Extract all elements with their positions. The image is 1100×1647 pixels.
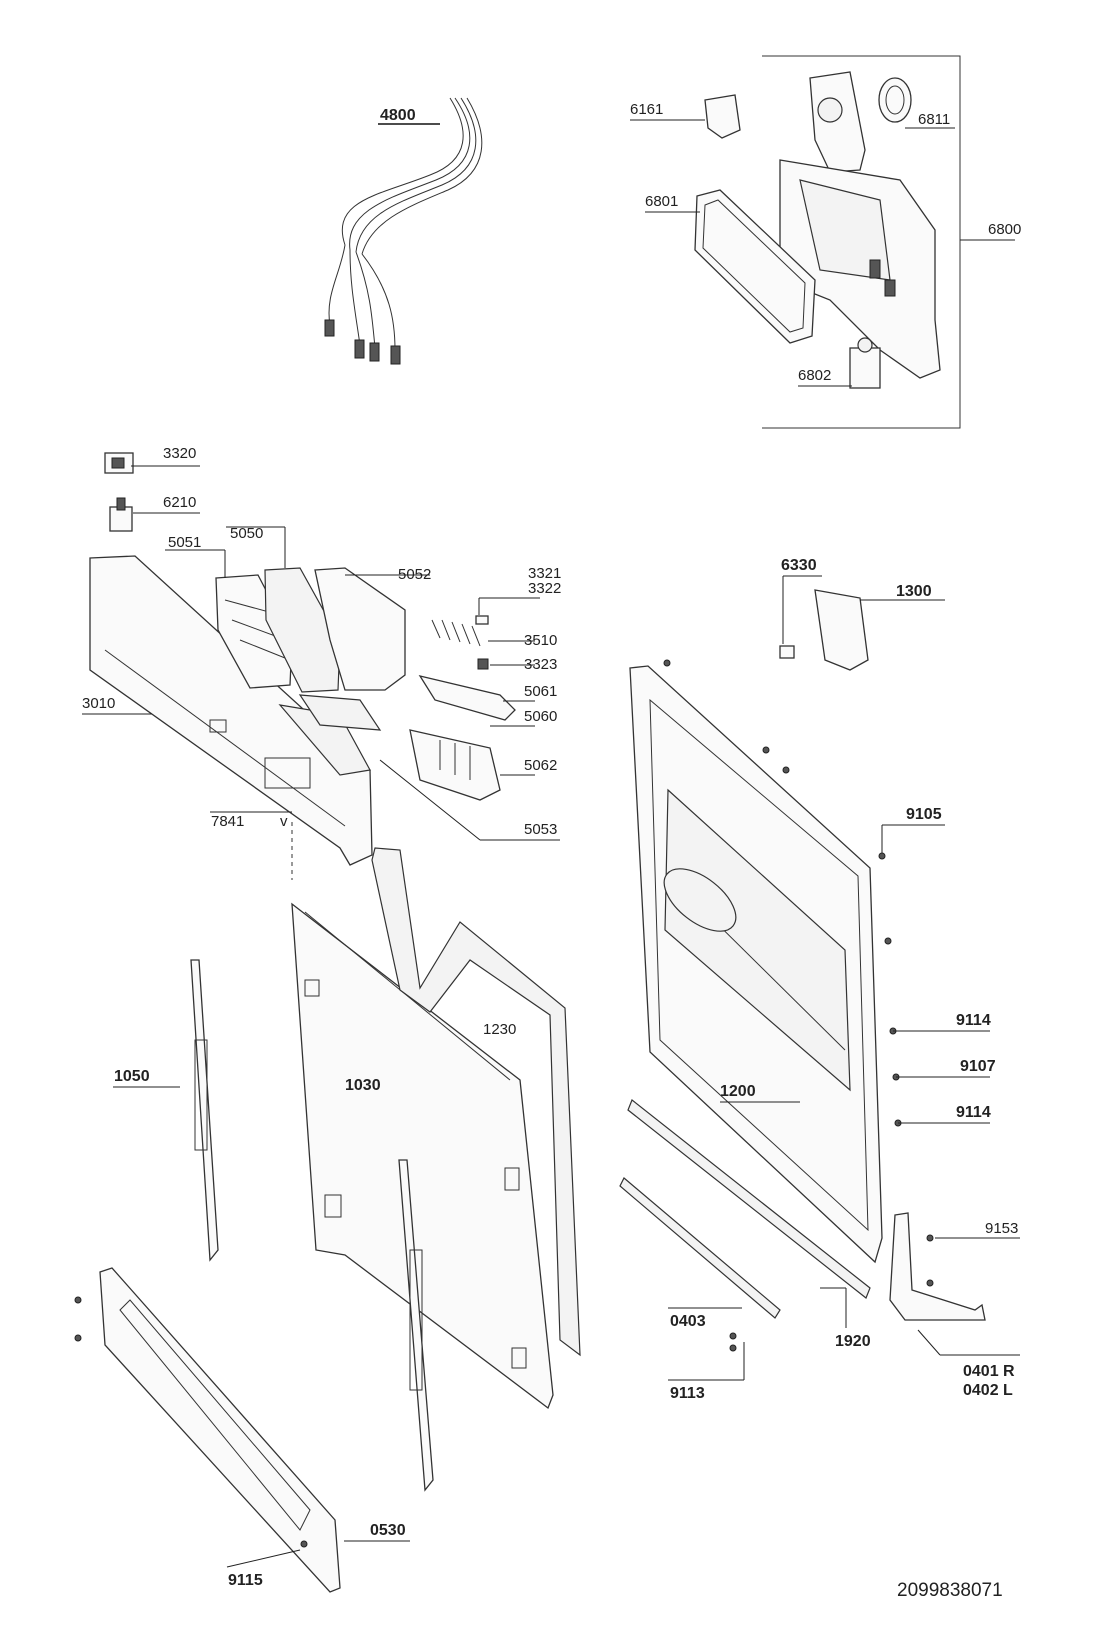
door-rail-center (398, 1159, 434, 1492)
label-3321: 3321 (528, 565, 561, 582)
label-5062: 5062 (524, 757, 557, 774)
outer-door-1200 (629, 665, 883, 1264)
label-6811: 6811 (918, 111, 950, 128)
label-3322: 3322 (528, 580, 561, 597)
wire-harness-4800 (324, 97, 483, 365)
label-5052: 5052 (398, 566, 431, 583)
label-3010: 3010 (82, 695, 115, 712)
module-1300 (814, 589, 945, 671)
label-6330: 6330 (781, 557, 817, 574)
clip-6330 (779, 575, 822, 659)
electronics-group (165, 526, 560, 841)
label-0402: 0402 L (963, 1382, 1013, 1399)
label-5050: 5050 (230, 525, 263, 542)
label-1230: 1230 (483, 1021, 516, 1038)
label-3323: 3323 (524, 656, 557, 673)
label-0530: 0530 (370, 1522, 406, 1539)
label-v: v (280, 813, 288, 830)
hinge-0401-0402 (889, 1212, 1020, 1356)
label-9153: 9153 (985, 1220, 1018, 1237)
door-rail-1050 (113, 959, 219, 1262)
dispenser-group-6800 (630, 55, 1015, 429)
label-6161: 6161 (630, 101, 663, 118)
label-1300: 1300 (896, 583, 932, 600)
label-3510: 3510 (524, 632, 557, 649)
keys-3321 (431, 619, 481, 647)
label-6800: 6800 (988, 221, 1021, 238)
label-5051: 5051 (168, 534, 201, 551)
label-9114-upper: 9114 (956, 1012, 991, 1029)
label-5060: 5060 (524, 708, 557, 725)
label-5053: 5053 (524, 821, 557, 838)
label-0401: 0401 R (963, 1363, 1015, 1380)
encoder-6210 (109, 497, 200, 532)
label-9107: 9107 (960, 1058, 996, 1075)
label-1920: 1920 (835, 1333, 871, 1350)
label-6801: 6801 (645, 193, 678, 210)
label-0403: 0403 (670, 1313, 706, 1330)
callout-labels: 4800 6161 6811 6801 6800 6802 3320 6210 … (82, 101, 1021, 1601)
insulation-1230 (371, 847, 581, 1357)
label-4800: 4800 (380, 107, 416, 124)
label-6802: 6802 (798, 367, 831, 384)
sensor-7841 (210, 811, 293, 880)
label-9115: 9115 (228, 1572, 263, 1589)
screws (74, 659, 1020, 1568)
strip-0403 (619, 1177, 781, 1319)
label-5061: 5061 (524, 683, 557, 700)
label-1200: 1200 (720, 1083, 756, 1100)
label-9113: 9113 (670, 1385, 705, 1402)
label-7841: 7841 (211, 813, 244, 830)
label-3320: 3320 (163, 445, 196, 462)
label-1030: 1030 (345, 1077, 381, 1094)
label-9105: 9105 (906, 806, 942, 823)
strip-1920 (627, 1099, 871, 1328)
label-9114-lower: 9114 (956, 1104, 991, 1121)
label-6210: 6210 (163, 494, 196, 511)
kick-plate-0530 (99, 1267, 410, 1593)
knob-3320 (104, 452, 200, 474)
label-1050: 1050 (114, 1068, 150, 1085)
control-panel-3010 (82, 555, 373, 866)
document-number: 2099838071 (897, 1580, 1003, 1601)
